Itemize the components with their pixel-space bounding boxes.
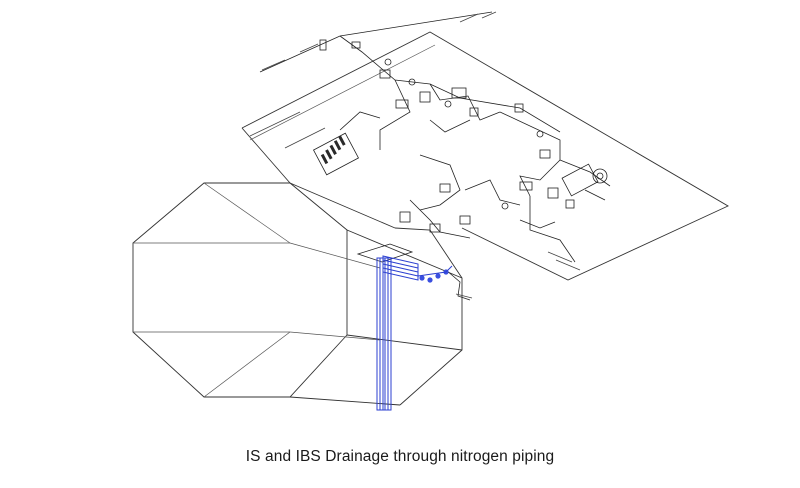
pump-unit [561, 163, 608, 201]
isometric-piping-diagram [132, 11, 729, 411]
nitrogen-piping [259, 11, 611, 301]
drainage-pipe-highlight [356, 243, 453, 411]
figure-caption: IS and IBS Drainage through nitrogen pip… [245, 448, 555, 465]
tank-outline [132, 182, 463, 406]
piping-drawing-frame [241, 31, 729, 281]
drawing-label-marks [249, 11, 581, 299]
valve-and-fitting-symbols [319, 39, 575, 233]
filter-bank [312, 132, 360, 176]
